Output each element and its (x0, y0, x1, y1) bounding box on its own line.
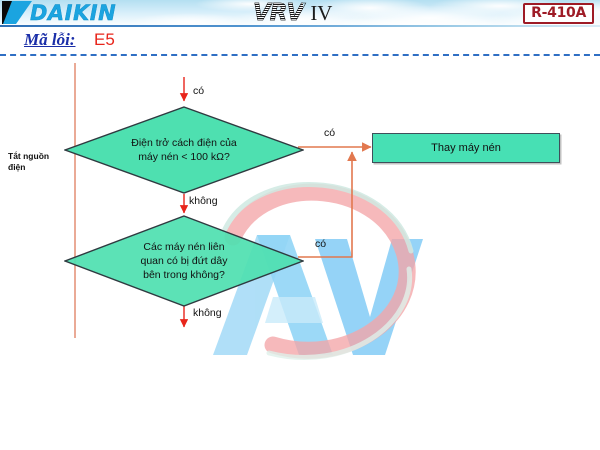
diamond-shape (63, 215, 305, 307)
label-decision-1-no: không (189, 195, 218, 207)
label-decision-2-no: không (193, 307, 222, 319)
action-node-replace-compressor[interactable]: Thay máy nén (372, 133, 560, 163)
product-version: IV (310, 1, 333, 25)
label-power-off: Tắt nguồn điện (8, 151, 54, 173)
label-entry-yes: có (193, 85, 205, 97)
refrigerant-badge: R-410A (523, 3, 594, 24)
diamond-shape (62, 106, 306, 194)
error-code-label: Mã lỗi: (24, 30, 76, 49)
flow-connectors (74, 63, 372, 338)
header-underline (0, 25, 600, 27)
brand-wordmark: DAIKIN (30, 1, 117, 25)
error-code-value: E5 (94, 30, 115, 49)
decision-node-insulation-resistance[interactable]: Điện trở cách điện của máy nén < 100 kΩ? (62, 106, 306, 194)
label-decision-1-yes: có (324, 127, 336, 139)
decision-node-internal-wire-break[interactable]: Các máy nén liên quan có bị đứt dây bên … (63, 215, 305, 307)
daikin-logo-icon (2, 1, 32, 24)
error-code-row: Mã lỗi: E5 (0, 28, 600, 54)
header-divider (0, 54, 600, 56)
product-name: VRV (253, 0, 305, 26)
label-decision-2-yes: có (315, 238, 327, 250)
flowchart-canvas: Điện trở cách điện của máy nén < 100 kΩ?… (0, 57, 600, 450)
power-off-text: Tắt nguồn điện (8, 151, 50, 172)
